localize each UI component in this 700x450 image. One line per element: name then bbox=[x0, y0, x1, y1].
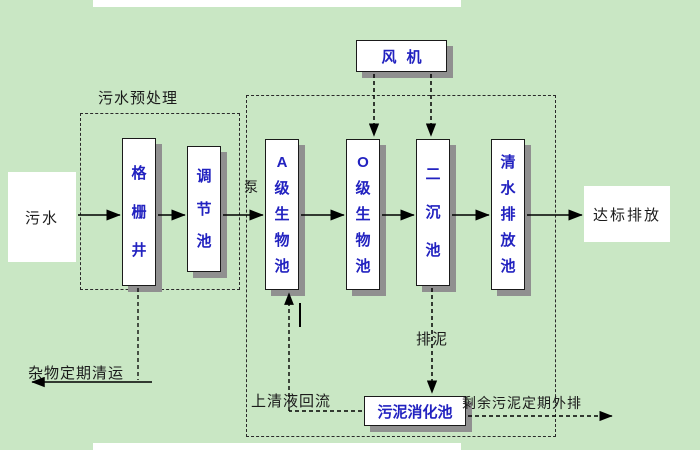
pretreatment-label: 污水预处理 bbox=[98, 90, 179, 107]
node-sludge-digester: 污泥消化池 bbox=[364, 396, 466, 426]
node-grid-well: 格栅井 bbox=[122, 138, 156, 286]
node-influent: 污水 bbox=[8, 172, 76, 262]
node-regulating-tank: 调节池 bbox=[187, 146, 221, 272]
node-effluent: 达标排放 bbox=[584, 186, 670, 242]
pump-label: 泵 bbox=[244, 179, 259, 195]
sludge-out-label: 排泥 bbox=[416, 331, 449, 348]
blower-label: 风机 bbox=[381, 48, 432, 66]
bottom-white-strip bbox=[93, 443, 461, 450]
treatment-region bbox=[246, 95, 556, 437]
effluent-label: 达标排放 bbox=[592, 206, 661, 224]
pretreatment-region bbox=[80, 113, 240, 290]
influent-label: 污水 bbox=[24, 209, 59, 227]
node-clear-water-tank: 清水排放池 bbox=[491, 139, 525, 290]
supernatant-return-label: 上清液回流 bbox=[251, 393, 332, 410]
top-white-strip bbox=[93, 0, 461, 7]
node-blower: 风机 bbox=[356, 40, 447, 72]
sludge-digester-label: 污泥消化池 bbox=[377, 403, 453, 421]
debris-removal-label: 杂物定期清运 bbox=[28, 365, 125, 382]
excess-sludge-label: 剩余污泥定期外排 bbox=[462, 395, 582, 411]
node-secondary-clarifier: 二沉池 bbox=[416, 139, 450, 286]
